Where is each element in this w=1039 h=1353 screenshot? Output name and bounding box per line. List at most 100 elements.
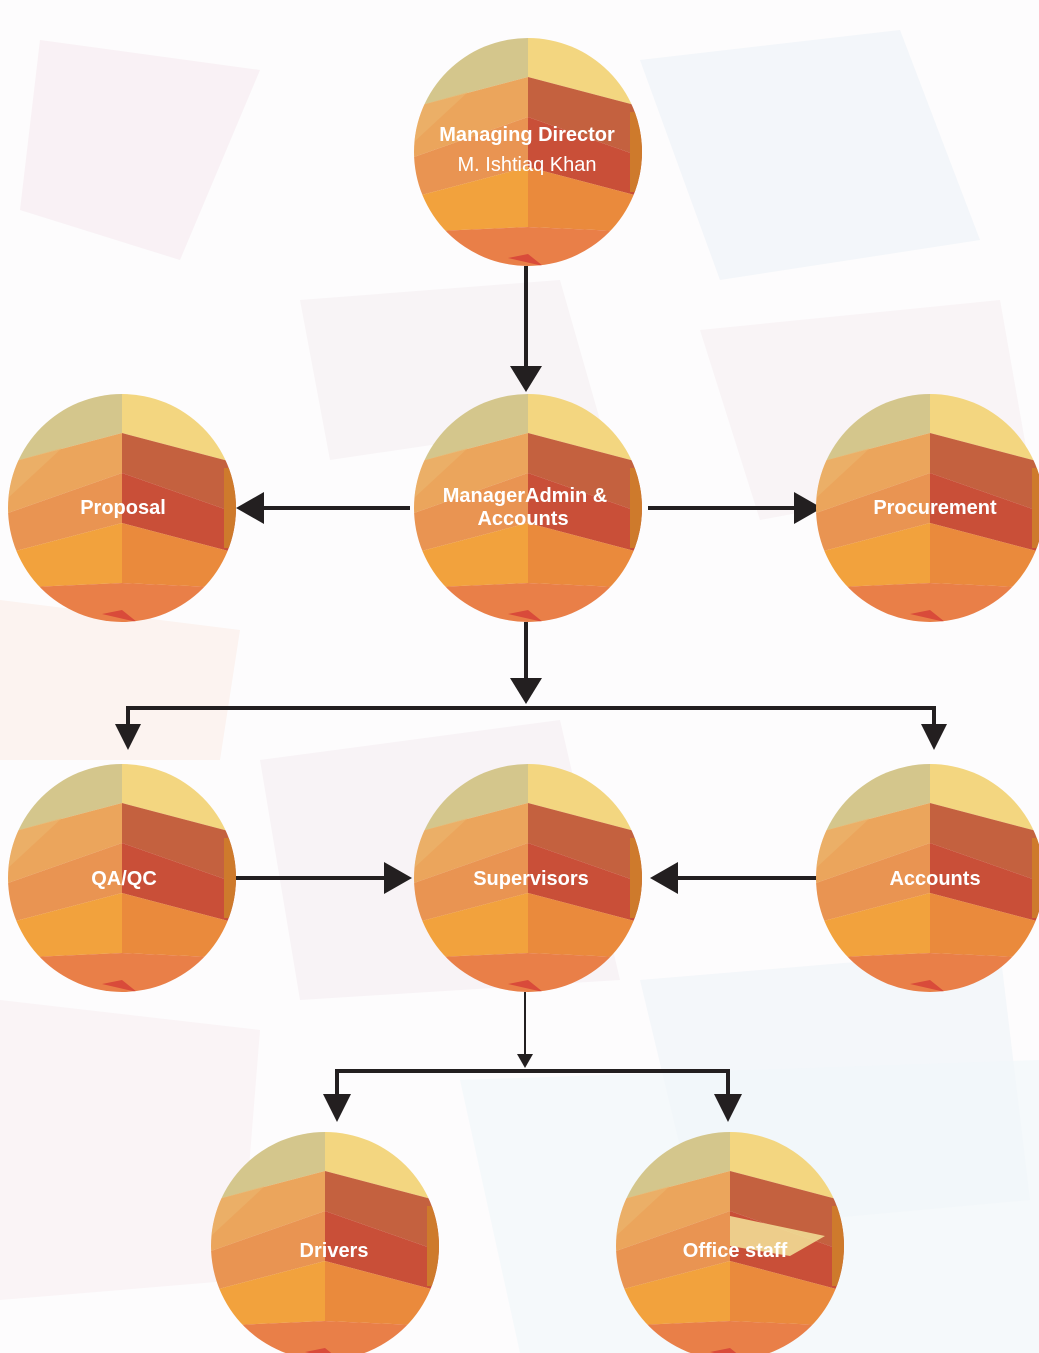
node-title: Procurement xyxy=(873,497,997,519)
circle-facet xyxy=(816,953,930,992)
node-procurement: Procurement xyxy=(816,394,1039,622)
node-title: Managing Director xyxy=(439,124,615,146)
circle-facet xyxy=(816,523,930,588)
circle-facet xyxy=(616,1211,730,1291)
circle-facet xyxy=(102,610,137,622)
circle-facet xyxy=(616,1261,730,1326)
circle-facet xyxy=(508,980,543,992)
circle-facet xyxy=(1032,468,1039,548)
circle-facet xyxy=(8,953,122,992)
circle-facet xyxy=(414,473,528,553)
circle-facet xyxy=(528,953,642,992)
circle-facet xyxy=(122,803,236,883)
circle-facet xyxy=(414,167,528,232)
circle-facet xyxy=(414,893,528,958)
arrowhead-down xyxy=(714,1094,742,1122)
circle-facet xyxy=(211,1261,325,1326)
circle-facet xyxy=(816,473,930,553)
circle-facet xyxy=(930,893,1039,958)
circle-facet xyxy=(8,433,122,513)
circle-facet xyxy=(630,838,642,918)
circle-facet xyxy=(122,953,236,992)
node-title: Drivers xyxy=(300,1240,369,1262)
circle-facet xyxy=(816,583,930,622)
circle-facet xyxy=(910,610,945,622)
circle-facet xyxy=(414,433,528,513)
circle-facet xyxy=(528,433,642,513)
node-managing-director: Managing Director M. Ishtiaq Khan xyxy=(414,38,642,266)
circle-facet xyxy=(710,1348,745,1353)
circle-facet xyxy=(528,227,642,266)
circle-facet xyxy=(414,583,528,622)
node-subtitle: M. Ishtiaq Khan xyxy=(458,154,597,176)
arrowhead-down xyxy=(323,1094,351,1122)
circle-facet xyxy=(8,448,62,498)
circle-facet xyxy=(910,980,945,992)
circle-facet xyxy=(528,523,642,588)
node-drivers: Drivers xyxy=(211,1132,439,1353)
circle-facet xyxy=(325,1211,439,1291)
circle-facet xyxy=(414,818,468,868)
circle-facet xyxy=(930,583,1039,622)
node-title: Supervisors xyxy=(473,868,589,890)
node-title: Office staff xyxy=(683,1240,788,1262)
circle-facet xyxy=(305,1348,340,1353)
circle-facet xyxy=(528,77,642,157)
circle-facet xyxy=(8,843,122,923)
circle-facet xyxy=(8,818,62,868)
circle-facet xyxy=(8,523,122,588)
circle-facet xyxy=(508,254,543,266)
circle-facet xyxy=(816,448,870,498)
node-title-line1: ManagerAdmin & xyxy=(443,485,607,507)
circle-facet xyxy=(414,92,468,142)
circle-facet xyxy=(528,583,642,622)
circle-facet xyxy=(816,818,870,868)
circle-facet xyxy=(325,1261,439,1326)
circle-facet xyxy=(730,1216,825,1256)
circle-facet xyxy=(414,227,528,266)
circle-facet xyxy=(630,468,642,548)
circle-facet xyxy=(930,953,1039,992)
circle-facet xyxy=(1032,838,1039,918)
node-office-staff: Office staff xyxy=(616,1132,844,1353)
circle-facet xyxy=(414,77,528,157)
circle-facet xyxy=(528,843,642,923)
circle-facet xyxy=(122,473,236,553)
circle-facet xyxy=(211,1321,325,1353)
arrowhead-down xyxy=(115,724,141,750)
circle-facet xyxy=(8,473,122,553)
circle-facet xyxy=(730,1171,844,1251)
circle-facet xyxy=(414,448,468,498)
circle-facet xyxy=(528,893,642,958)
circle-facet xyxy=(414,953,528,992)
circle-facet xyxy=(414,523,528,588)
circle-facet xyxy=(122,583,236,622)
circle-facet xyxy=(102,980,137,992)
arrowhead-down xyxy=(510,678,542,704)
arrowhead-down xyxy=(517,1054,533,1068)
arrowhead-down xyxy=(510,366,542,392)
circle-facet xyxy=(630,112,642,192)
circle-facet xyxy=(616,1171,730,1251)
circle-facet xyxy=(414,803,528,883)
circle-facet xyxy=(8,893,122,958)
circle-facet xyxy=(414,843,528,923)
node-qa-qc: QA/QC xyxy=(8,764,236,992)
circle-facet xyxy=(224,468,236,548)
circle-facet xyxy=(211,1171,325,1251)
circle-facet xyxy=(930,473,1039,553)
circle-facet xyxy=(8,803,122,883)
node-title: Accounts xyxy=(889,868,980,890)
circle-facet xyxy=(427,1206,439,1286)
arrowhead-left xyxy=(650,862,678,894)
circle-facet xyxy=(508,610,543,622)
circle-facet xyxy=(930,523,1039,588)
node-title: QA/QC xyxy=(91,868,157,890)
circle-facet xyxy=(528,803,642,883)
circle-facet xyxy=(528,117,642,197)
arrowhead-left xyxy=(236,492,264,524)
circle-facet xyxy=(211,1211,325,1291)
circle-facet xyxy=(616,1186,670,1236)
circle-facet xyxy=(414,117,528,197)
